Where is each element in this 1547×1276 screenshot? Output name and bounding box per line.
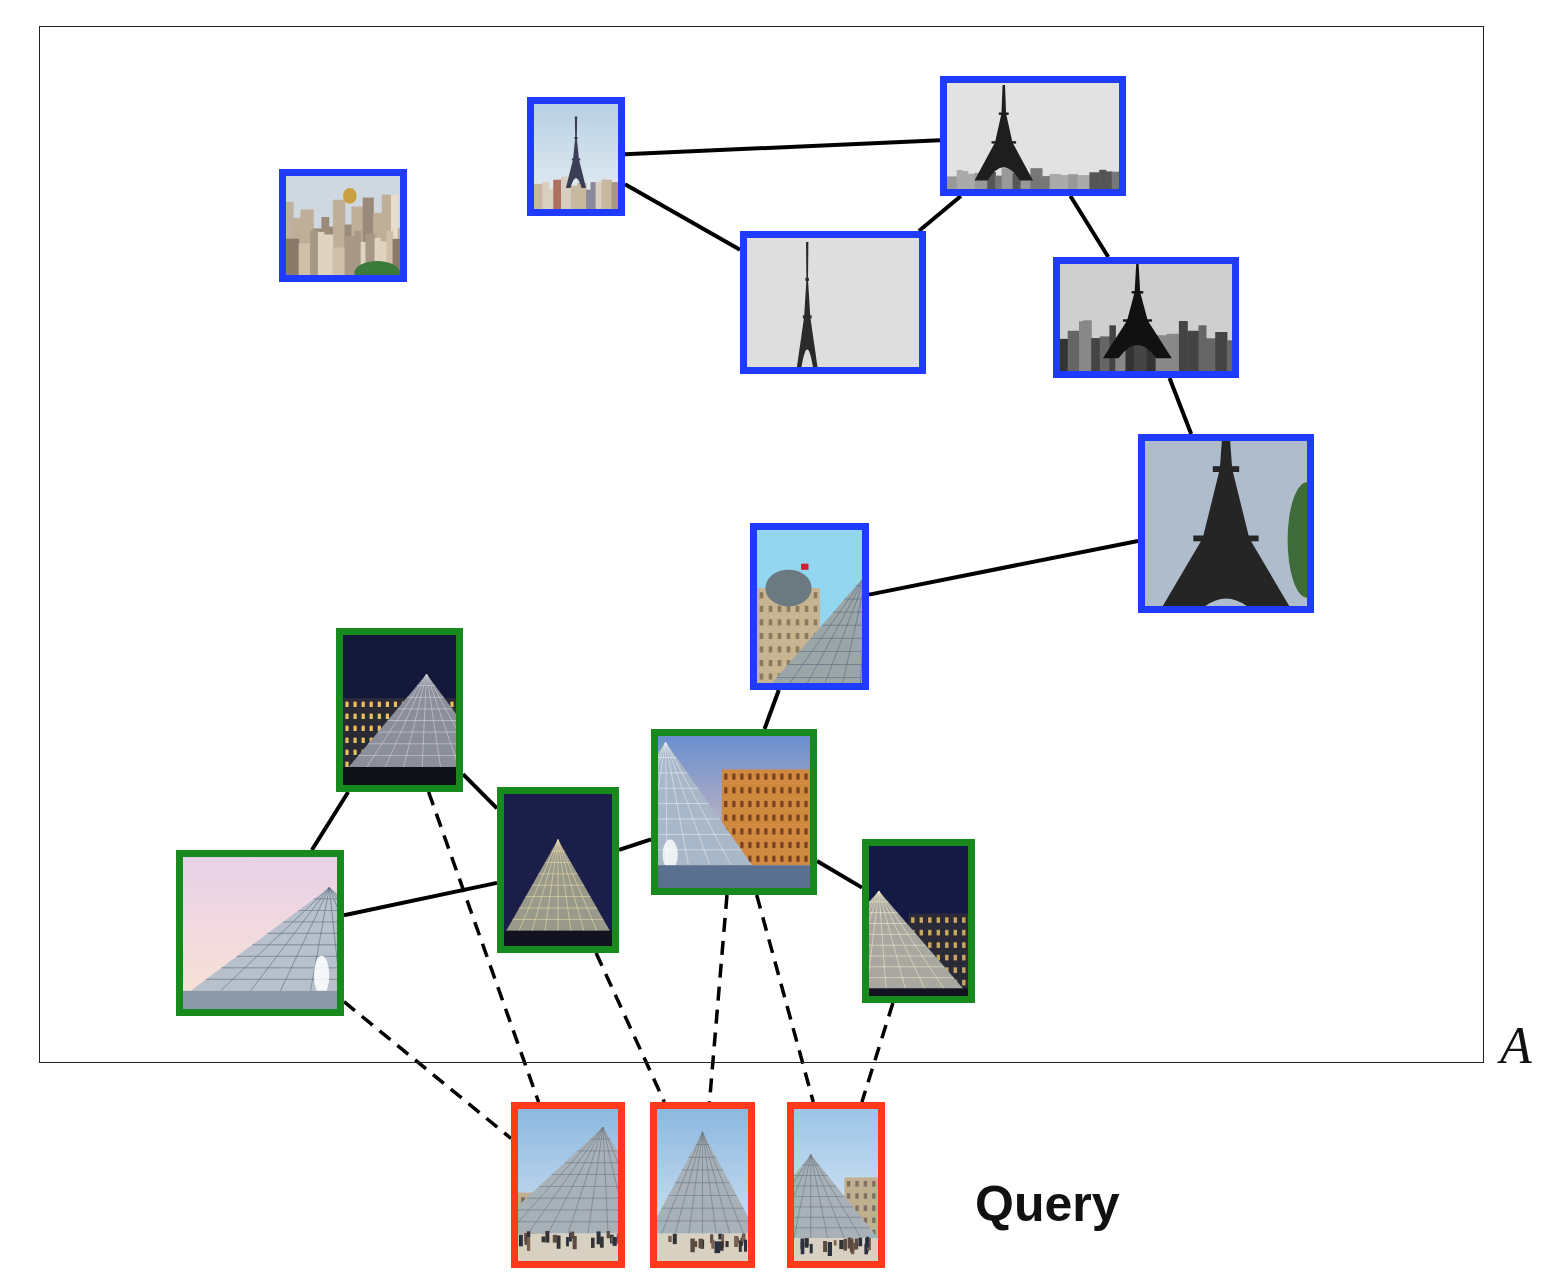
photo-illustration bbox=[504, 794, 612, 946]
photo-illustration bbox=[286, 176, 400, 275]
photo-illustration bbox=[869, 846, 968, 996]
photo-node bbox=[511, 1102, 625, 1268]
query-match-line bbox=[757, 895, 814, 1102]
photo-node bbox=[1053, 257, 1239, 378]
query-match-line bbox=[862, 1003, 893, 1102]
photo-illustration bbox=[794, 1109, 878, 1261]
query-match-line bbox=[710, 895, 728, 1102]
graph-edge bbox=[619, 839, 651, 850]
graph-edge bbox=[312, 792, 348, 850]
graph-edge bbox=[1170, 378, 1192, 434]
photo-node bbox=[740, 231, 926, 374]
query-match-line bbox=[344, 1002, 511, 1139]
graph-frame: A bbox=[39, 26, 1484, 1063]
photo-illustration bbox=[343, 635, 456, 785]
graph-edge bbox=[919, 196, 961, 231]
photo-illustration bbox=[183, 857, 337, 1009]
photo-illustration bbox=[1145, 441, 1307, 606]
photo-node bbox=[279, 169, 407, 282]
photo-illustration bbox=[657, 1109, 748, 1261]
photo-illustration bbox=[534, 104, 618, 209]
photo-illustration bbox=[947, 83, 1119, 189]
query-label: Query bbox=[975, 1176, 1120, 1234]
matrix-label: A bbox=[1500, 1016, 1532, 1075]
graph-edge bbox=[463, 774, 497, 808]
graph-edge bbox=[625, 140, 940, 154]
graph-edge bbox=[1070, 196, 1108, 257]
graph-edge bbox=[765, 690, 779, 729]
graph-edge bbox=[869, 541, 1138, 595]
photo-node bbox=[176, 850, 344, 1016]
photo-node bbox=[650, 1102, 755, 1268]
photo-node bbox=[527, 97, 625, 216]
photo-illustration bbox=[658, 736, 810, 888]
photo-node bbox=[750, 523, 869, 690]
query-match-line bbox=[596, 953, 664, 1102]
photo-node bbox=[1138, 434, 1314, 613]
photo-node bbox=[651, 729, 817, 895]
photo-node bbox=[862, 839, 975, 1003]
photo-node bbox=[787, 1102, 885, 1268]
graph-edge bbox=[817, 861, 862, 888]
graph-edge bbox=[344, 883, 497, 915]
graph-edge bbox=[625, 184, 740, 249]
photo-node bbox=[336, 628, 463, 792]
photo-node bbox=[940, 76, 1126, 196]
photo-illustration bbox=[757, 530, 862, 683]
photo-illustration bbox=[1060, 264, 1232, 371]
photo-illustration bbox=[747, 238, 919, 367]
photo-illustration bbox=[518, 1109, 618, 1261]
photo-node bbox=[497, 787, 619, 953]
